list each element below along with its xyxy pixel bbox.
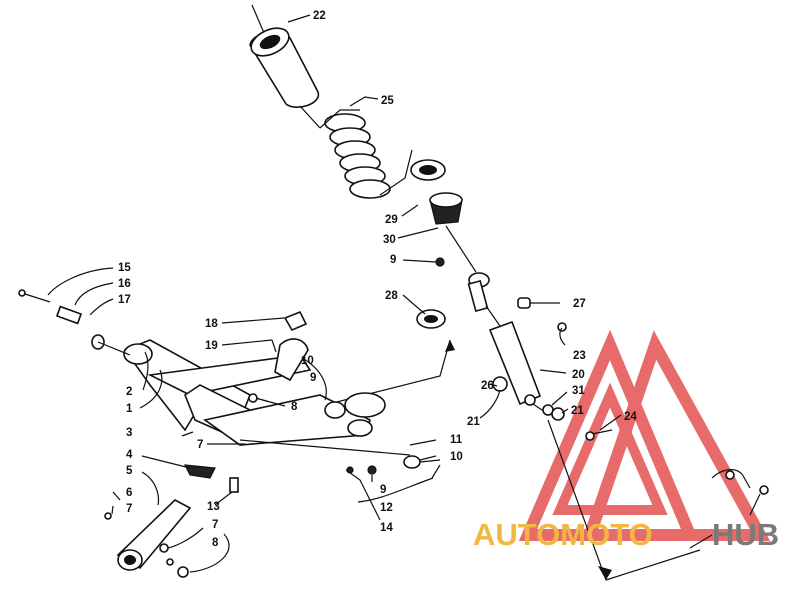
callout-31: 31 — [572, 385, 585, 397]
callout-19: 19 — [205, 340, 218, 352]
coil-spring-part — [319, 109, 413, 199]
callout-14: 14 — [380, 522, 393, 534]
callout-6: 6 — [126, 487, 132, 499]
callout-15: 15 — [118, 262, 131, 274]
watermark-text-automoto: AUTOMOTO — [473, 517, 653, 552]
shock-boot-part — [249, 4, 321, 129]
upper-a-arm-part — [271, 310, 309, 382]
steering-arm-part — [104, 464, 239, 578]
watermark-text: AUTOMOTO HUB — [473, 517, 779, 552]
callout-13: 13 — [207, 501, 220, 513]
callout-24: 24 — [624, 411, 637, 423]
spindle-part — [97, 339, 312, 441]
callout-10-bottom: 10 — [450, 451, 463, 463]
tie-rod-hardware — [18, 289, 105, 350]
callout-25: 25 — [381, 95, 394, 107]
callout-8-bottom: 8 — [212, 537, 219, 549]
callout-1: 1 — [126, 403, 133, 415]
callout-11: 11 — [450, 434, 463, 446]
lower-arm-bushings — [346, 455, 441, 479]
callout-21-right: 21 — [571, 405, 584, 417]
lower-a-arm-part — [203, 392, 411, 456]
callout-4: 4 — [126, 449, 133, 461]
callout-21-left: 21 — [467, 416, 480, 428]
callout-26: 26 — [481, 380, 494, 392]
callout-12: 12 — [380, 502, 393, 514]
watermark-text-hub: HUB — [712, 517, 779, 552]
callout-9-top: 9 — [390, 254, 396, 266]
callout-5: 5 — [126, 465, 133, 477]
spring-retainer-part — [410, 159, 446, 181]
callout-18: 18 — [205, 318, 218, 330]
callout-7-mid: 7 — [197, 439, 203, 451]
callout-30: 30 — [383, 234, 396, 246]
callout-3: 3 — [126, 427, 132, 439]
callout-2: 2 — [126, 386, 132, 398]
callout-16: 16 — [118, 278, 131, 290]
callout-10-top: 10 — [301, 355, 314, 367]
callout-29: 29 — [385, 214, 398, 226]
callout-8-top: 8 — [291, 401, 298, 413]
callout-20: 20 — [572, 369, 585, 381]
watermark-logo-icon — [518, 329, 771, 541]
bump-stop-part — [429, 192, 477, 273]
callout-27: 27 — [573, 298, 586, 310]
shock-absorber-part — [467, 272, 549, 415]
callout-7-left: 7 — [126, 503, 132, 515]
callout-22: 22 — [313, 10, 326, 22]
callout-28: 28 — [385, 290, 398, 302]
callout-9-bottom: 9 — [380, 484, 386, 496]
callout-9-mid: 9 — [310, 372, 316, 384]
callout-23: 23 — [573, 350, 586, 362]
callout-7-bottom: 7 — [212, 519, 218, 531]
shock-mount-hardware — [416, 257, 613, 441]
callout-leaders — [47, 14, 622, 573]
callout-labels: 22 25 29 30 9 28 27 23 20 31 21 26 21 24… — [118, 10, 637, 549]
detail-components — [689, 469, 769, 549]
callout-17: 17 — [118, 294, 131, 306]
